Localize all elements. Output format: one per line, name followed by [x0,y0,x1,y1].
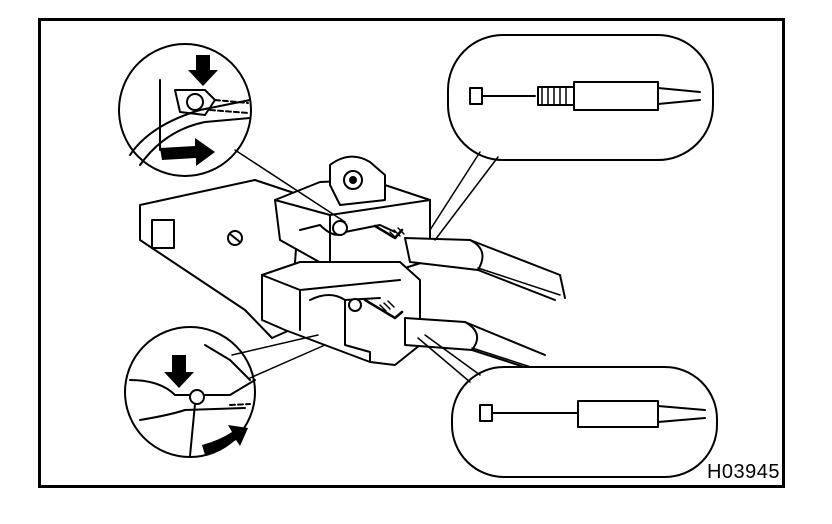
figure-code: H03945 [706,461,780,483]
lower-pin [348,298,362,312]
cable-end-icon [479,400,706,428]
callout-bottom-left [124,326,326,458]
cable-end-icon [469,81,701,111]
cables [404,237,566,373]
callout-top-right [429,34,714,241]
figure-border [38,18,785,488]
plate-screw [227,230,243,246]
lower-housing [261,261,421,366]
callout-top-left [118,43,346,223]
callout-bottom-right [417,334,718,478]
plate-slot [151,219,175,249]
right-arrow-icon [202,425,248,455]
down-arrow-icon [164,355,194,388]
down-arrow-icon [188,55,218,86]
latch-assembly [139,155,431,366]
right-arrow-icon [160,138,215,166]
mount-ear [329,155,386,206]
base-plate [139,179,301,339]
upper-pin [332,220,348,236]
